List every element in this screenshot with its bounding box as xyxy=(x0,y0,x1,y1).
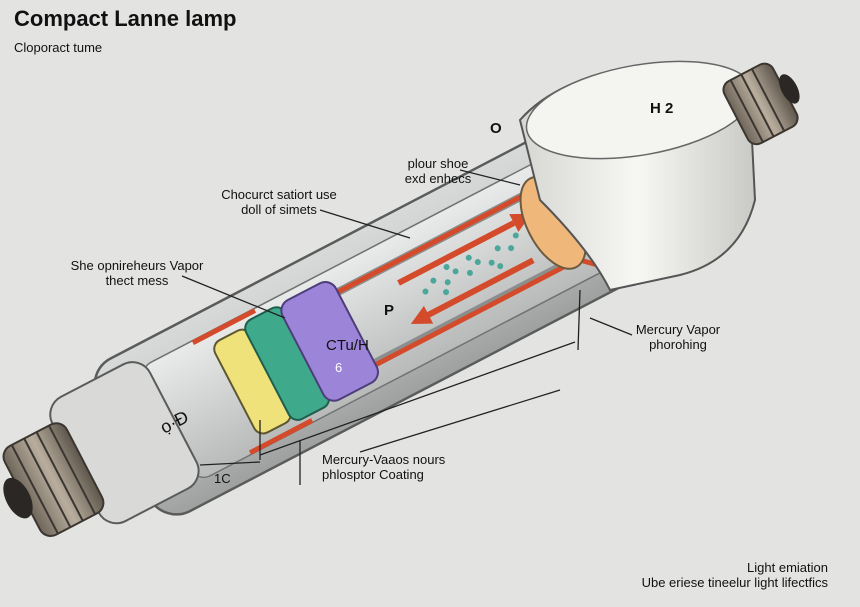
purple-band xyxy=(280,281,379,402)
mercury-dots xyxy=(422,232,519,296)
screw-base-left xyxy=(2,422,105,537)
flow-arrow-top xyxy=(397,220,516,286)
label-emission-line2: Ube eriese tineelur light lifectfics xyxy=(641,575,828,590)
label-h2: H 2 xyxy=(650,100,674,117)
label-1c: 1C xyxy=(214,471,231,486)
label-six: 6 xyxy=(335,360,343,375)
label-emission-line1: Light emiation xyxy=(747,560,828,575)
label-plour-line2: exd enhecs xyxy=(404,171,472,186)
leader-lines xyxy=(181,169,633,485)
label-mvap-line2: phlosptor Coating xyxy=(322,467,424,482)
label-mercury-line1: Mercury Vapor xyxy=(635,322,721,337)
label-she: She opnireheurs Vapor thect mess xyxy=(62,258,212,288)
contact-tip-left xyxy=(3,477,33,519)
label-o: O xyxy=(490,120,502,137)
label-p: P xyxy=(384,302,395,319)
label-plour: plour shoe exd enhecs xyxy=(393,156,483,186)
label-emission: Light emiation Ube eriese tineelur light… xyxy=(600,560,828,590)
label-chocurct-line1: Chocurct satiort use xyxy=(221,187,337,202)
screw-threads-left xyxy=(10,425,97,535)
flow-arrowhead-bottom xyxy=(410,305,434,324)
label-she-line1: She opnireheurs Vapor xyxy=(70,258,204,273)
label-ctuh: CTu/H xyxy=(326,337,369,354)
label-she-line2: thect mess xyxy=(105,273,169,288)
diagram-title: Compact Lanne lamp xyxy=(14,6,237,31)
flow-arrow-bottom xyxy=(425,257,535,319)
label-mvap-line1: Mercury-Vaaos nours xyxy=(322,452,446,467)
label-mercury-vapors: Mercury-Vaaos nours phlosptor Coating xyxy=(322,452,445,482)
label-chocurct-line2: doll of simets xyxy=(241,202,317,217)
right-base xyxy=(518,60,757,292)
diagram-subtitle: Cloporact tume xyxy=(14,40,103,55)
label-mercury-line2: phorohing xyxy=(649,337,707,352)
screw-base-right xyxy=(722,62,800,146)
label-chocurct: Chocurct satiort use doll of simets xyxy=(214,187,344,217)
label-plour-line1: plour shoe xyxy=(407,156,469,171)
label-mercury-vapor: Mercury Vapor phorohing xyxy=(628,322,728,352)
